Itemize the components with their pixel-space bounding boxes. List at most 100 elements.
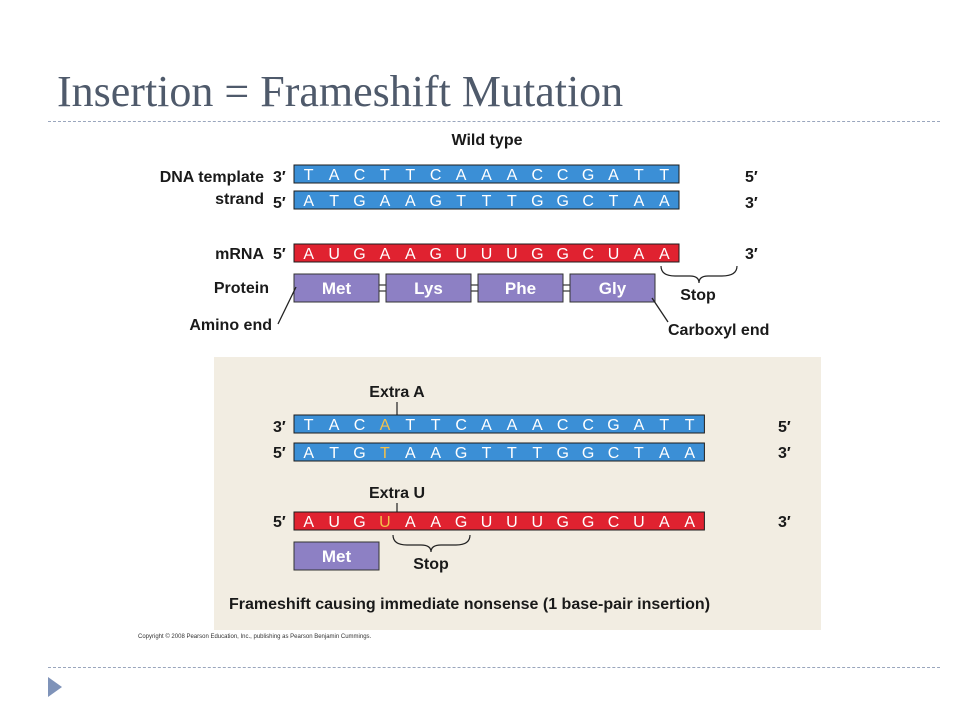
amino-acid-box [293, 541, 380, 571]
mut-template-bar [293, 414, 705, 434]
nucleotide: G [607, 417, 619, 434]
nucleotide: C [430, 167, 442, 184]
nucleotide: A [481, 417, 492, 434]
nucleotide: U [328, 246, 340, 263]
amino-end-pointer [277, 286, 297, 325]
title-divider [48, 121, 940, 122]
amino-acid-box [569, 273, 656, 303]
nucleotide: A [303, 445, 314, 462]
nucleotide: A [532, 417, 543, 434]
extra-u-label: Extra U [369, 485, 425, 502]
extra-a-label: Extra A [369, 384, 425, 401]
nucleotide: C [608, 514, 620, 531]
nucleotide: A [405, 445, 416, 462]
nucleotide: T [304, 167, 314, 184]
wt-template-right-end: 5′ [745, 169, 758, 186]
nucleotide: U [481, 514, 493, 531]
mut-stop-label: Stop [413, 556, 449, 573]
nucleotide: A [303, 514, 314, 531]
nucleotide: U [455, 246, 467, 263]
nucleotide: G [455, 445, 467, 462]
nucleotide: G [429, 246, 441, 263]
nucleotide: T [659, 167, 669, 184]
nucleotide: T [609, 193, 619, 210]
nucleotide: T [405, 417, 415, 434]
nucleotide: T [329, 193, 339, 210]
amino-end-label: Amino end [189, 317, 272, 334]
amino-acid-label: Gly [599, 279, 627, 298]
nucleotide: C [608, 445, 620, 462]
amino-acid-label: Lys [414, 279, 443, 298]
wt-coding-right-end: 3′ [745, 195, 758, 212]
nucleotide: U [608, 246, 620, 263]
nucleotide: C [532, 167, 544, 184]
nucleotide: C [557, 417, 569, 434]
carboxyl-end-label: Carboxyl end [668, 322, 769, 339]
nucleotide: G [531, 193, 543, 210]
nucleotide: A [659, 246, 670, 263]
mrna-label: mRNA [215, 246, 264, 263]
nucleotide: C [455, 417, 467, 434]
nucleotide: T [634, 167, 644, 184]
nucleotide: A [481, 167, 492, 184]
amino-acid-label: Phe [505, 279, 536, 298]
nucleotide: G [531, 246, 543, 263]
nucleotide: A [659, 445, 670, 462]
nucleotide: G [556, 246, 568, 263]
nucleotide: U [328, 514, 340, 531]
nucleotide: G [582, 167, 594, 184]
nucleotide: A [608, 167, 619, 184]
nucleotide: G [556, 445, 568, 462]
amino-acid-label: Met [322, 547, 352, 566]
wild-type-title: Wild type [452, 132, 523, 149]
nucleotide: G [556, 514, 568, 531]
copyright-text: Copyright © 2008 Pearson Education, Inc.… [138, 633, 372, 640]
wt-coding-left-end: 5′ [273, 195, 286, 212]
wt-stop-label: Stop [680, 287, 716, 304]
nucleotide: G [353, 514, 365, 531]
nucleotide: A [684, 445, 695, 462]
nucleotide: C [354, 167, 366, 184]
nucleotide: A [659, 193, 670, 210]
dna-strand-label: strand [215, 191, 264, 208]
amino-acid-box [293, 273, 380, 303]
mut-template-left-end: 3′ [273, 419, 286, 436]
nucleotide: A [380, 246, 391, 263]
nucleotide: A [405, 246, 416, 263]
nucleotide: U [633, 514, 645, 531]
wt-mrna-right-end: 3′ [745, 246, 758, 263]
mut-coding-bar [293, 442, 705, 462]
nucleotide: A [303, 246, 314, 263]
mutant-caption: Frameshift causing immediate nonsense (1… [229, 596, 710, 613]
inserted-base: A [380, 417, 391, 434]
dna-template-label: DNA template [160, 169, 264, 186]
nucleotide: A [303, 193, 314, 210]
nucleotide: A [430, 445, 441, 462]
amino-acid-box [477, 273, 564, 303]
mutant-panel [214, 357, 821, 630]
mut-stop-brace [392, 534, 471, 553]
nucleotide: A [329, 167, 340, 184]
wt-mrna-bar [293, 243, 680, 263]
mut-coding-left-end: 5′ [273, 445, 286, 462]
nucleotide: A [380, 193, 391, 210]
nucleotide: G [582, 445, 594, 462]
nucleotide: A [405, 514, 416, 531]
wt-mrna-left-end: 5′ [273, 246, 286, 263]
nucleotide: T [380, 167, 390, 184]
nucleotide: T [482, 193, 492, 210]
nucleotide: U [481, 246, 493, 263]
mut-coding-right-end: 3′ [778, 445, 791, 462]
wt-template-left-end: 3′ [273, 169, 286, 186]
slide-title: Insertion = Frameshift Mutation [57, 67, 624, 116]
inserted-base: T [380, 445, 390, 462]
inserted-base: U [379, 514, 391, 531]
nucleotide: A [405, 193, 416, 210]
nucleotide: C [582, 193, 594, 210]
nucleotide: U [506, 246, 518, 263]
nucleotide: T [456, 193, 466, 210]
